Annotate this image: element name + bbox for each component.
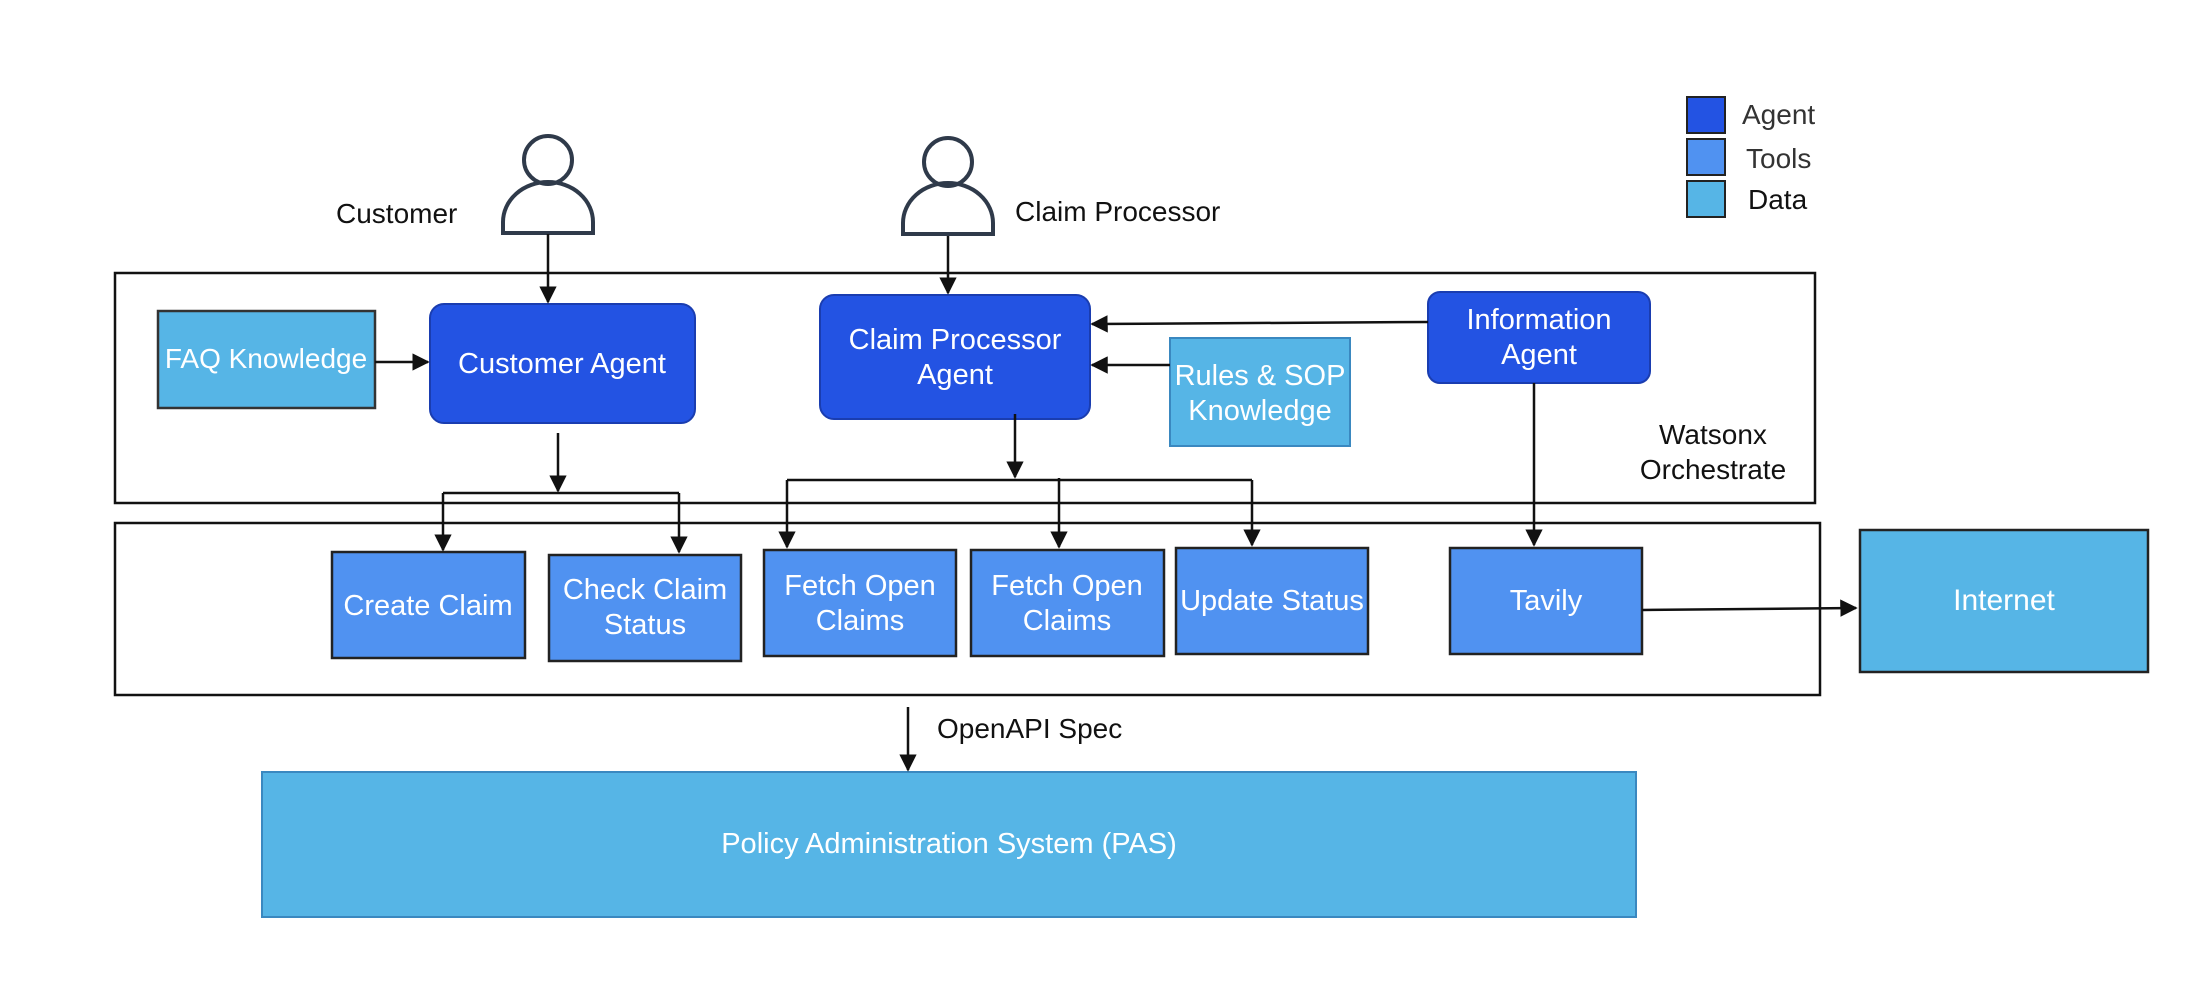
internet-node: Internet xyxy=(1858,528,2150,674)
openapi-spec-label: OpenAPI Spec xyxy=(937,713,1122,744)
check-claim-status-tool: Check Claim Status xyxy=(547,553,743,663)
check-claim-status-label-line2: Status xyxy=(604,609,686,641)
tavily-label: Tavily xyxy=(1510,585,1583,617)
tavily-to-internet-arrow xyxy=(1641,599,1858,617)
create-claim-tool: Create Claim xyxy=(330,550,527,660)
information-agent-label-line1: Information xyxy=(1466,304,1611,336)
update-status-tool: Update Status xyxy=(1174,546,1370,656)
legend-data-label: Data xyxy=(1748,184,1808,215)
legend-tools-swatch xyxy=(1686,138,1726,176)
rules-sop-label-line1: Rules & SOP xyxy=(1175,360,1346,392)
information-agent-label-line2: Agent xyxy=(1501,339,1577,371)
fetch-open-claims-2-label-line1: Fetch Open xyxy=(991,570,1143,602)
tavily-tool: Tavily xyxy=(1448,546,1644,656)
customer-actor: Customer xyxy=(336,134,595,235)
pas-label: Policy Administration System (PAS) xyxy=(721,828,1177,860)
person-icon xyxy=(901,136,995,236)
fetch-open-claims-2-label-line2: Claims xyxy=(1023,605,1112,637)
fetch-open-claims-tool-1: Fetch Open Claims xyxy=(762,548,958,658)
fetch-open-claims-1-label-line2: Claims xyxy=(816,605,905,637)
claim-processor-agent-label-line2: Agent xyxy=(917,359,993,391)
update-status-label: Update Status xyxy=(1180,585,1364,617)
rules-sop-label-line2: Knowledge xyxy=(1188,395,1332,427)
customer-agent-node: Customer Agent xyxy=(429,303,696,424)
faq-knowledge-label: FAQ Knowledge xyxy=(165,343,367,374)
check-claim-status-label-line1: Check Claim xyxy=(563,574,727,606)
fetch-open-claims-tool-2: Fetch Open Claims xyxy=(969,548,1166,658)
legend-data-swatch xyxy=(1686,180,1726,218)
claim-processor-actor: Claim Processor xyxy=(901,136,1220,236)
claim-processor-label: Claim Processor xyxy=(1015,196,1220,227)
connectors xyxy=(375,234,1858,772)
faq-knowledge-node: FAQ Knowledge xyxy=(156,309,377,410)
orchestrate-container xyxy=(113,271,1817,505)
legend: Agent Tools Data xyxy=(1686,96,1815,218)
person-icon xyxy=(501,134,595,235)
orchestrate-label-line2: Orchestrate xyxy=(1640,454,1786,485)
internet-label: Internet xyxy=(1953,584,2055,617)
legend-tools-label: Tools xyxy=(1746,143,1811,174)
claim-processor-agent-label-line1: Claim Processor xyxy=(849,324,1062,356)
info-to-processor-arrow xyxy=(1090,315,1429,333)
legend-agent-swatch xyxy=(1686,96,1726,134)
claim-processor-agent-node: Claim Processor Agent xyxy=(819,294,1091,420)
rules-sop-knowledge-node: Rules & SOP Knowledge xyxy=(1169,337,1351,447)
customer-agent-label: Customer Agent xyxy=(458,348,666,380)
information-agent-node: Information Agent xyxy=(1427,291,1651,384)
pas-node: Policy Administration System (PAS) xyxy=(261,771,1637,918)
fetch-open-claims-1-label-line1: Fetch Open xyxy=(784,570,936,602)
customer-label: Customer xyxy=(336,198,457,229)
create-claim-label: Create Claim xyxy=(343,590,512,622)
legend-agent-label: Agent xyxy=(1742,99,1815,130)
orchestrate-label-line1: Watsonx xyxy=(1659,419,1767,450)
